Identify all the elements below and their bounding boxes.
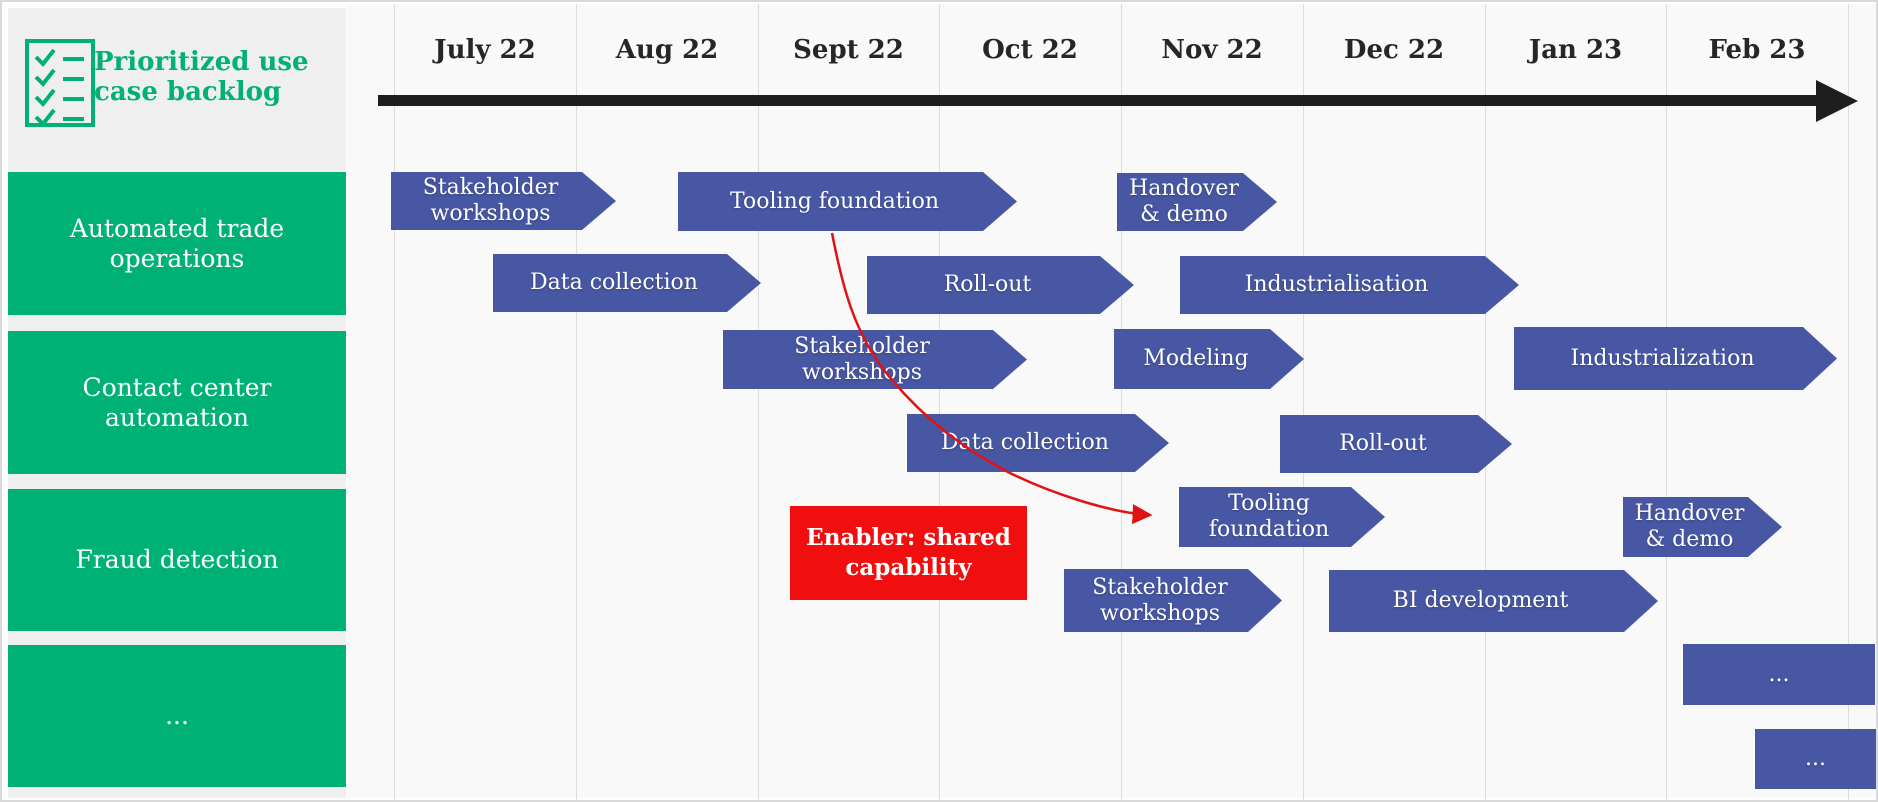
backlog-title: Prioritized use case backlog: [94, 47, 309, 107]
month-gridline: [1485, 4, 1486, 800]
month-gridline: [1848, 4, 1849, 800]
task-bar-label: Handover & demo: [1129, 176, 1239, 227]
task-bar-label: Tooling foundation: [1208, 491, 1330, 542]
checklist-icon: [25, 39, 95, 127]
task-bar-label: BI development: [1392, 588, 1569, 614]
month-label-nov-22: Nov 22: [1161, 35, 1263, 65]
task-bar-roll-out: Roll-out: [867, 256, 1134, 314]
task-bar-handover-demo: Handover & demo: [1623, 497, 1782, 557]
task-bar-label: Stakeholder workshops: [422, 175, 559, 226]
task-bar-tooling-foundation: Tooling foundation: [1179, 487, 1385, 547]
sidebar-row-fraud-detection: Fraud detection: [8, 489, 346, 631]
month-gridline: [1303, 4, 1304, 800]
task-bar-label: Data collection: [941, 430, 1109, 456]
task-bar-bi-development: BI development: [1329, 570, 1658, 632]
month-label-july-22: July 22: [434, 35, 536, 65]
timeline-arrow-shaft: [378, 95, 1816, 106]
month-gridline: [758, 4, 759, 800]
month-gridline: [576, 4, 577, 800]
enabler-box: Enabler: shared capability: [790, 506, 1027, 600]
task-bar-stakeholder-workshops: Stakeholder workshops: [723, 330, 1027, 389]
month-label-oct-22: Oct 22: [982, 35, 1078, 65]
task-bar-data-collection: Data collection: [493, 254, 761, 312]
task-bar-roll-out: Roll-out: [1280, 415, 1512, 473]
task-bar-label: Handover & demo: [1634, 501, 1745, 552]
month-gridline: [1121, 4, 1122, 800]
month-label-jan-23: Jan 23: [1528, 35, 1623, 65]
task-bar-industrialisation: Industrialisation: [1180, 256, 1519, 314]
month-gridline: [1666, 4, 1667, 800]
sidebar-row-automated-trade-operations: Automated trade operations: [8, 172, 346, 315]
task-bar-ellipsis: ...: [1683, 644, 1875, 705]
task-bar-label: Data collection: [530, 270, 698, 296]
sidebar-row-ellipsis: ...: [8, 645, 346, 787]
month-label-aug-22: Aug 22: [615, 35, 719, 65]
task-bar-label: Industrialization: [1570, 345, 1755, 371]
task-bar-industrialization: Industrialization: [1514, 327, 1837, 390]
task-bar-ellipsis: ...: [1755, 729, 1876, 789]
task-bar-label: Stakeholder workshops: [1092, 574, 1228, 626]
task-bar-label: Roll-out: [943, 272, 1032, 298]
task-bar-data-collection: Data collection: [907, 414, 1169, 472]
month-label-sept-22: Sept 22: [793, 35, 904, 65]
month-label-dec-22: Dec 22: [1343, 35, 1445, 65]
backlog-header: Prioritized use case backlog: [8, 8, 346, 159]
task-bar-stakeholder-workshops: Stakeholder workshops: [1064, 569, 1282, 632]
task-bar-label: Industrialisation: [1244, 272, 1429, 298]
month-gridline: [939, 4, 940, 800]
task-bar-label: Stakeholder workshops: [794, 333, 930, 385]
task-bar-tooling-foundation: Tooling foundation: [678, 172, 1017, 231]
month-gridline: [394, 4, 395, 800]
timeline-arrowhead-icon: [1816, 80, 1858, 122]
task-bar-label: ...: [1768, 661, 1790, 687]
task-bar-label: ...: [1805, 746, 1826, 772]
enabler-label: Enabler: shared capability: [806, 524, 1011, 581]
task-bar-handover-demo: Handover & demo: [1117, 173, 1277, 231]
task-bar-label: Roll-out: [1339, 431, 1427, 457]
month-label-feb-23: Feb 23: [1708, 35, 1806, 65]
task-bar-stakeholder-workshops: Stakeholder workshops: [391, 172, 616, 230]
task-bar-modeling: Modeling: [1114, 329, 1304, 389]
sidebar: Prioritized use case backlog Automated t…: [8, 8, 346, 798]
task-bar-label: Tooling foundation: [730, 188, 939, 214]
task-bar-label: Modeling: [1143, 346, 1249, 372]
sidebar-row-contact-center-automation: Contact center automation: [8, 331, 346, 474]
